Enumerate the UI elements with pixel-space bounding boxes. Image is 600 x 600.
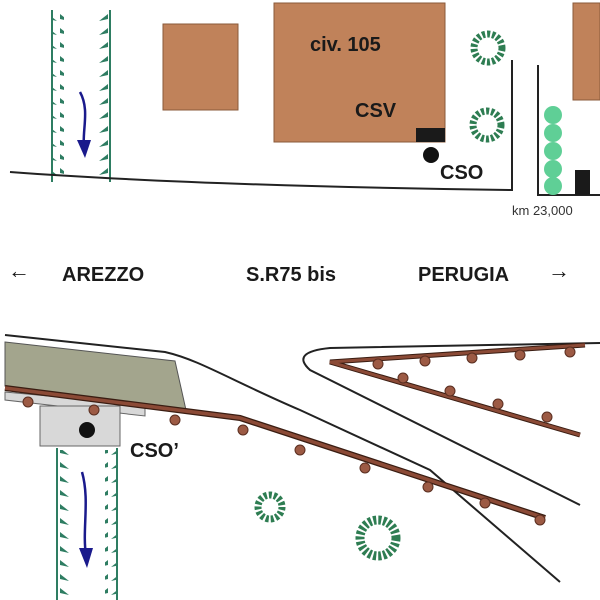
arezzo-label: AREZZO	[62, 264, 145, 286]
km-label: km 23,000	[512, 203, 573, 218]
cso-prime-chamber	[39, 405, 121, 447]
road-edge-top	[9, 60, 513, 192]
shrub-row-icon	[544, 106, 562, 195]
csv-label: CSV	[355, 100, 397, 122]
csv-marker	[416, 128, 445, 142]
tree-icon	[254, 491, 286, 523]
top-canal	[51, 10, 111, 182]
left-arrow-icon: ←	[8, 258, 30, 283]
railway-branch-poles	[372, 346, 576, 423]
road-edge-wedge	[302, 342, 600, 506]
right-building	[572, 2, 600, 101]
flow-arrow-icon	[78, 91, 87, 149]
cso-prime-label: CSO’	[130, 440, 179, 462]
flow-arrow-icon	[80, 471, 88, 556]
cso-label: CSO	[440, 162, 484, 184]
cso-prime-point	[79, 422, 95, 438]
km-marker	[575, 170, 590, 195]
bottom-canal	[56, 448, 118, 600]
tree-icon	[355, 515, 401, 561]
road-edge-bottom	[4, 334, 561, 583]
cso-point	[423, 147, 439, 163]
right-arrow-icon: →	[548, 258, 570, 283]
tree-icon	[470, 30, 506, 66]
tree-icon	[469, 107, 505, 143]
building-label: civ. 105	[310, 34, 381, 56]
small-building	[162, 23, 239, 111]
perugia-label: PERUGIA	[418, 264, 510, 286]
road-label: S.R75 bis	[246, 264, 337, 286]
railway-poles	[22, 396, 546, 526]
building-civ-105	[273, 2, 446, 143]
